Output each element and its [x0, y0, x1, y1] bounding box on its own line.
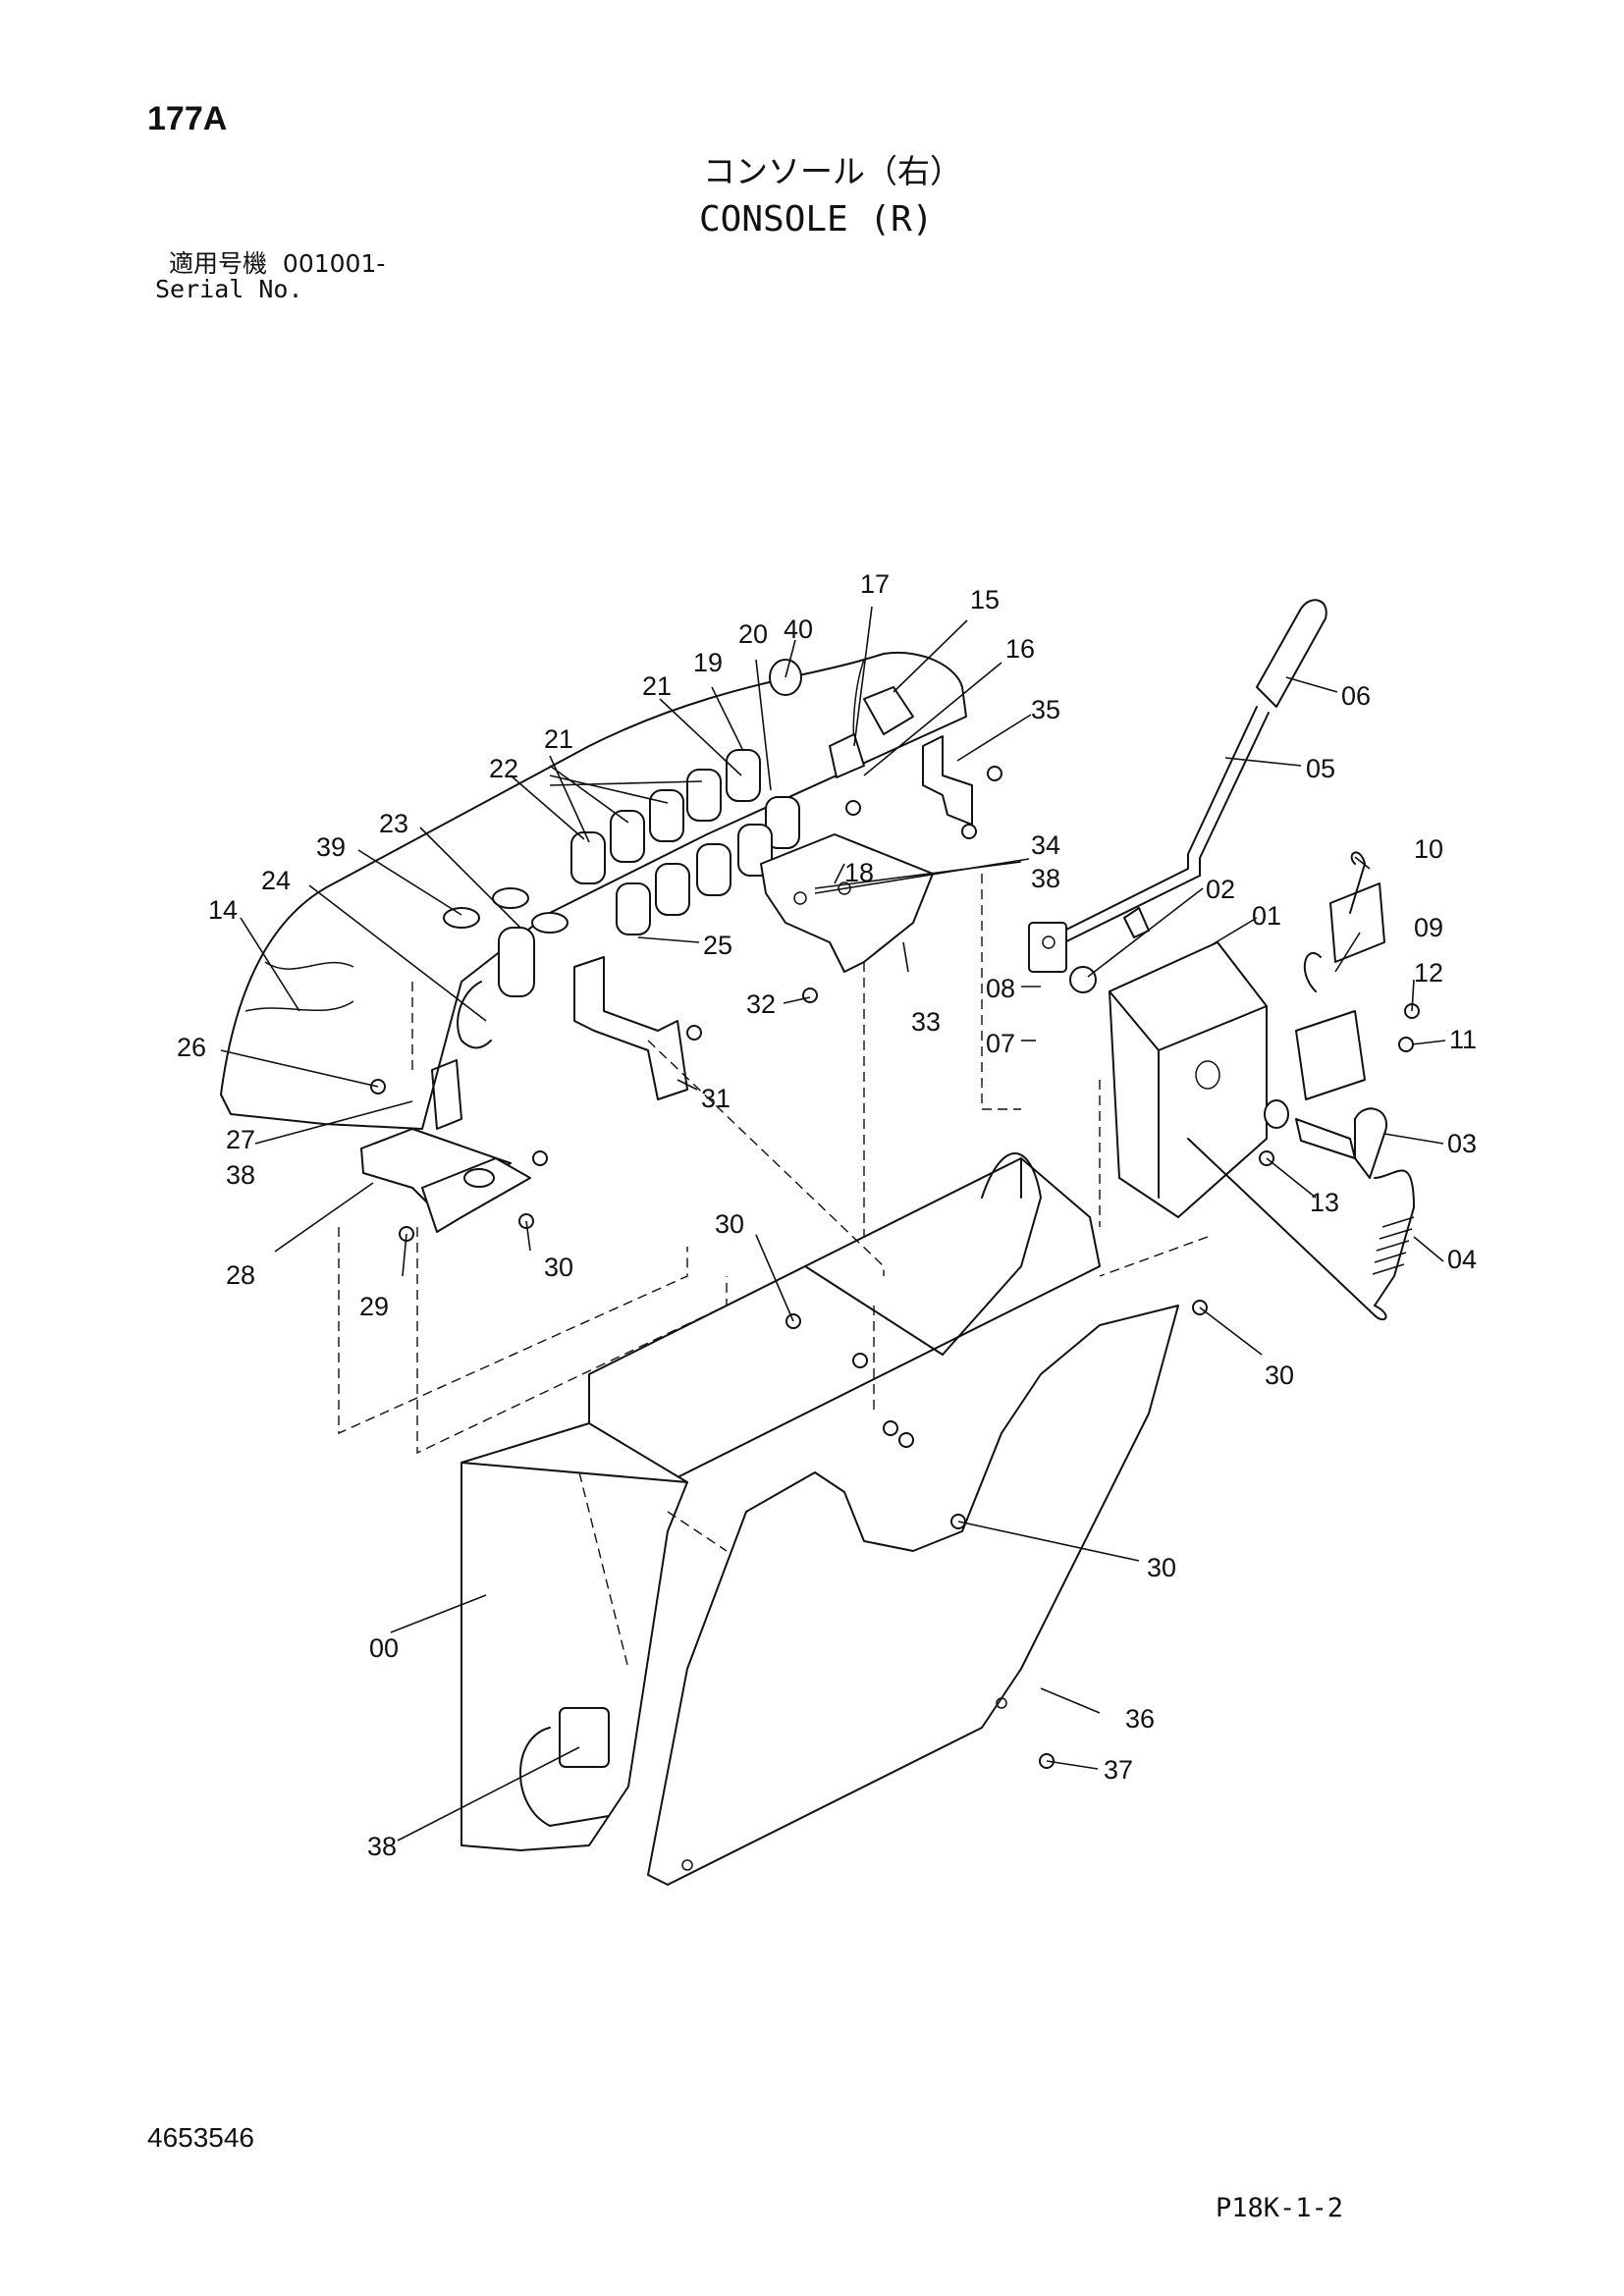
callout-21-upper: 21: [642, 671, 672, 701]
callout-17: 17: [860, 569, 890, 599]
callout-14: 14: [208, 895, 238, 925]
callout-33: 33: [911, 1007, 941, 1037]
bolts: [370, 766, 1420, 1769]
callout-38-bottom: 38: [367, 1832, 397, 1861]
callout-06: 06: [1341, 681, 1371, 711]
callout-24: 24: [261, 866, 291, 895]
serial-line-japanese: 適用号機 001001-: [169, 251, 385, 276]
callout-15: 15: [970, 585, 1000, 614]
drawing-number: 4653546: [147, 2122, 255, 2153]
callout-26: 26: [177, 1033, 206, 1062]
callout-23: 23: [379, 809, 408, 838]
callout-37: 37: [1104, 1755, 1133, 1785]
mounting-plates: [360, 1059, 531, 1233]
callout-19: 19: [693, 648, 723, 677]
callout-30-right: 30: [1265, 1361, 1294, 1390]
shaft-and-spring: [1187, 1099, 1415, 1321]
callout-28: 28: [226, 1260, 255, 1290]
callout-21-lower: 21: [544, 724, 573, 754]
callout-05: 05: [1306, 754, 1335, 783]
callout-39: 39: [316, 832, 346, 862]
callout-31: 31: [701, 1084, 731, 1113]
callout-38-left: 38: [226, 1160, 255, 1190]
assembly-reference-lines: [338, 874, 1209, 1670]
title-english: CONSOLE (R): [699, 199, 934, 240]
leader-lines: [220, 606, 1446, 1842]
callout-18: 18: [844, 858, 874, 887]
housing-box-01: [1069, 941, 1268, 1218]
callout-35: 35: [1031, 695, 1060, 724]
callout-03: 03: [1447, 1129, 1477, 1158]
callout-09: 09: [1414, 913, 1443, 942]
callout-30-lower: 30: [1147, 1553, 1176, 1582]
bracket-35: [922, 735, 973, 826]
callout-01: 01: [1252, 901, 1281, 931]
callout-04: 04: [1447, 1245, 1477, 1274]
bracket-33: [760, 833, 934, 973]
side-cover-00: [460, 1422, 688, 1851]
callout-labels: 40 17 15 20 19 16 21 06 35 21 22 05 23 3…: [177, 569, 1477, 1861]
limit-switch: [1295, 851, 1385, 1100]
callout-02: 02: [1206, 875, 1235, 904]
callout-27: 27: [226, 1125, 255, 1154]
callout-22: 22: [489, 754, 518, 783]
callout-12: 12: [1414, 958, 1443, 988]
callout-38-upper: 38: [1031, 864, 1060, 893]
callout-30-center: 30: [715, 1209, 744, 1239]
callout-30-left: 30: [544, 1253, 573, 1282]
title-japanese: コンソール（右）: [703, 152, 962, 190]
callout-00: 00: [369, 1633, 399, 1663]
control-lever: [1028, 599, 1327, 973]
callout-07: 07: [986, 1029, 1015, 1058]
callout-08: 08: [986, 974, 1015, 1003]
serial-value: 001001-: [282, 249, 386, 278]
page-code: 177A: [147, 100, 228, 137]
sheet-reference: P18K-1-2: [1216, 2193, 1344, 2223]
serial-label-english: Serial No.: [155, 275, 303, 303]
side-cover-36: [647, 1305, 1179, 1886]
callout-36: 36: [1125, 1704, 1155, 1734]
callout-29: 29: [359, 1292, 389, 1321]
callout-32: 32: [746, 989, 776, 1019]
callout-11: 11: [1449, 1025, 1477, 1054]
callout-25: 25: [703, 931, 732, 960]
callout-20: 20: [738, 619, 768, 649]
callout-16: 16: [1005, 634, 1035, 664]
callout-13: 13: [1310, 1188, 1339, 1217]
callout-40: 40: [784, 614, 813, 644]
bracket-31: [573, 956, 688, 1100]
callout-34: 34: [1031, 830, 1060, 860]
serial-label-jp: 適用号機: [169, 249, 268, 278]
callout-10: 10: [1414, 834, 1443, 864]
